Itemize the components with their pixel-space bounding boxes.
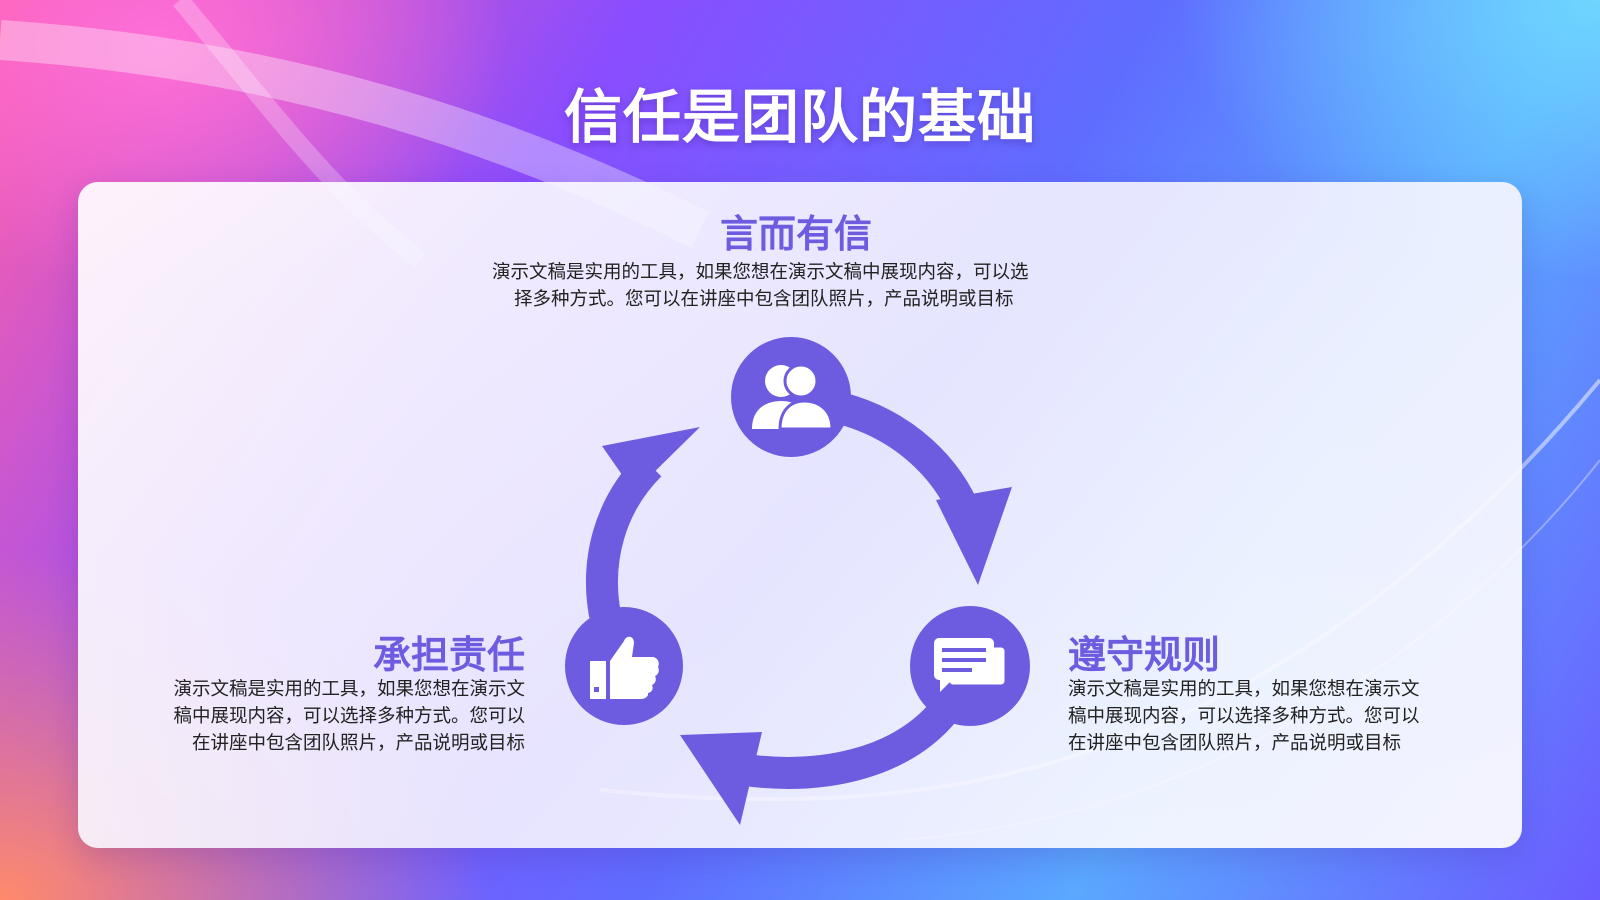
- item-desc-follow-rules-line-3: 在讲座中包含团队照片，产品说明或目标: [1068, 733, 1402, 754]
- item-desc-take-responsibility-line-2: 稿中展现内容，可以选择多种方式。您可以: [173, 706, 525, 727]
- people-icon: [752, 363, 834, 431]
- item-desc-follow-rules-line-2: 稿中展现内容，可以选择多种方式。您可以: [1068, 706, 1420, 727]
- item-desc-keep-promise-line-2: 择多种方式。您可以在讲座中包含团队照片，产品说明或目标: [514, 289, 1014, 310]
- thumbs-up-circle: [565, 607, 683, 725]
- item-heading-keep-promise: 言而有信: [720, 212, 873, 256]
- content-panel: [78, 182, 1522, 848]
- slide-title: 信任是团队的基础: [563, 83, 1036, 151]
- item-desc-take-responsibility-line-1: 演示文稿是实用的工具，如果您想在演示文: [173, 679, 525, 700]
- people-circle: [731, 337, 851, 457]
- arrowhead-right: [936, 487, 1012, 585]
- arrowhead-left: [602, 427, 700, 492]
- item-desc-keep-promise-line-1: 演示文稿是实用的工具，如果您想在演示文稿中展现内容，可以选: [492, 262, 1029, 283]
- thumbs-up-icon: [590, 636, 659, 699]
- arrowhead-bottom: [680, 732, 762, 825]
- chat-circle: [910, 606, 1030, 726]
- item-desc-take-responsibility-line-3: 在讲座中包含团队照片，产品说明或目标: [191, 733, 525, 754]
- item-heading-follow-rules: 遵守规则: [1068, 633, 1221, 677]
- chat-icon: [934, 638, 1008, 692]
- item-desc-follow-rules-line-1: 演示文稿是实用的工具，如果您想在演示文: [1068, 679, 1420, 700]
- cycle-arrow-left-top: [586, 453, 662, 618]
- cycle-arrow-right-bottom: [742, 699, 958, 789]
- item-heading-take-responsibility: 承担责任: [372, 633, 525, 677]
